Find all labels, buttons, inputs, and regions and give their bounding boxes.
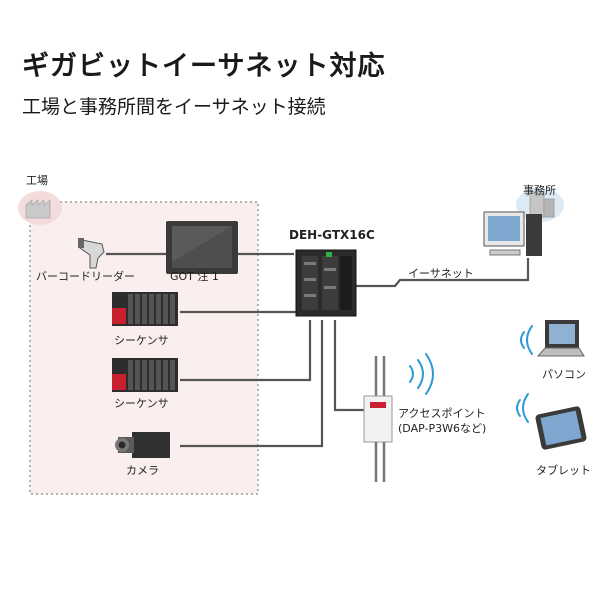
pc-icon	[483, 211, 542, 256]
connection-lines	[106, 252, 530, 448]
access-point-label-line1: アクセスポイント	[398, 407, 486, 420]
barcode-reader-label: バーコードリーダー	[36, 270, 135, 283]
sequencer-2-label: シーケンサ	[114, 397, 169, 410]
barcode-reader-icon	[78, 238, 105, 269]
office-icon	[516, 188, 564, 222]
pc-label: パソコン	[542, 368, 586, 381]
sequencer-1-label: シーケンサ	[114, 334, 169, 347]
tablet-label: タブレット	[536, 464, 591, 477]
got-monitor-icon	[166, 221, 238, 274]
laptop-icon	[536, 320, 585, 357]
page-title: ギガビットイーサネット対応	[22, 51, 386, 82]
wifi-icon-tablet	[516, 393, 529, 423]
switch-icon	[295, 249, 357, 317]
factory-label: 工場	[26, 174, 48, 187]
switch-label: DEH-GTX16C	[289, 228, 375, 242]
ethernet-label: イーサネット	[408, 267, 474, 280]
tablet-icon	[535, 406, 587, 450]
sequencer-1-icon	[112, 292, 178, 326]
sequencer-2-icon	[112, 358, 178, 392]
factory-icon	[18, 191, 62, 225]
page-subtitle: 工場と事務所間をイーサネット接続	[22, 96, 326, 118]
access-point-icon	[363, 356, 393, 482]
wifi-icon-access-point	[409, 353, 434, 395]
camera-icon	[115, 432, 170, 458]
wifi-icon-laptop	[520, 325, 533, 355]
camera-label: カメラ	[126, 464, 159, 477]
office-label: 事務所	[523, 184, 556, 197]
got-label: GOT 注 1	[170, 270, 219, 283]
access-point-label-line2: (DAP-P3W6など)	[398, 422, 487, 435]
